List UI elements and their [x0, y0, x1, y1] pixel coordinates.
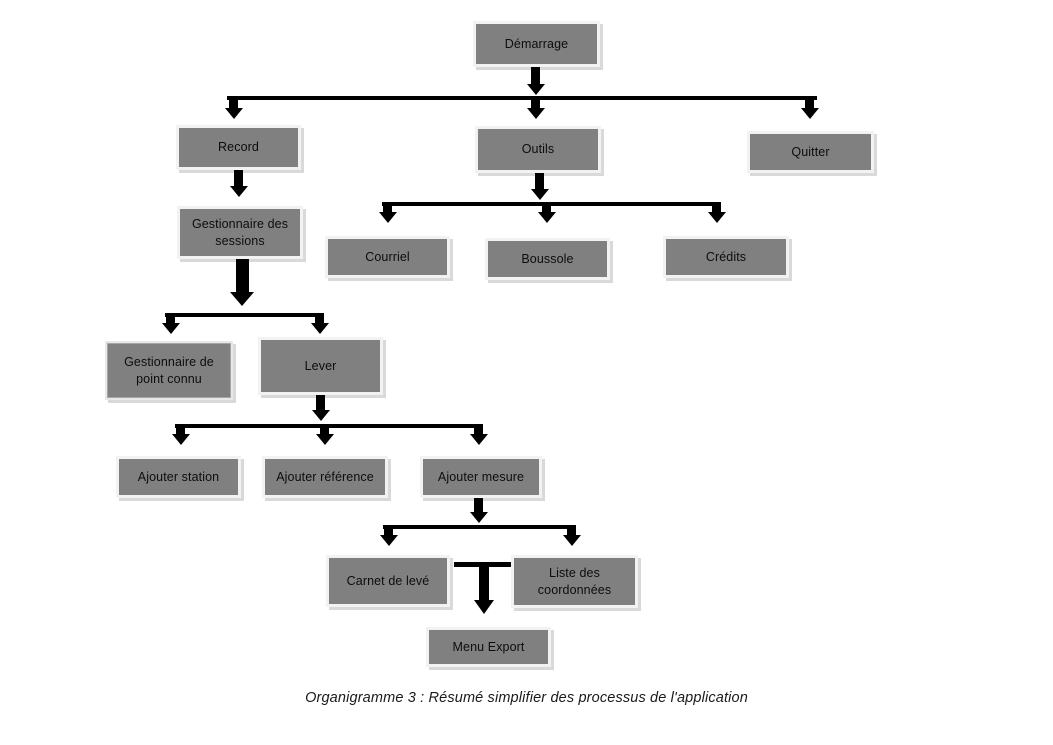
- connector-sessions-stem: [236, 259, 249, 294]
- arrowhead-demarrage-down: [527, 84, 545, 95]
- node-ajouter-station-label: Ajouter station: [137, 469, 220, 484]
- arrowhead-mesure-bus-down: [470, 512, 488, 523]
- node-quitter-label: Quitter: [791, 144, 830, 159]
- arrowhead-ajouter-mesure-down: [470, 434, 488, 445]
- node-lever-label: Lever: [304, 358, 337, 373]
- arrowhead-credits-down: [708, 212, 726, 223]
- connector-bus-lever-drop-station: [176, 424, 185, 436]
- node-gestionnaire-de-point-connu[interactable]: Gestionnaire de point connu: [105, 341, 233, 400]
- node-credits[interactable]: Crédits: [663, 236, 789, 278]
- connector-bus-mesure-drop-carnet: [384, 525, 393, 537]
- node-record[interactable]: Record: [176, 125, 301, 170]
- connector-bus-lever-drop-mesure: [474, 424, 483, 436]
- arrowhead-quitter-down: [801, 108, 819, 119]
- node-liste-des-coordonnees[interactable]: Liste des coordonnées: [511, 555, 638, 608]
- node-outils-label: Outils: [521, 142, 555, 156]
- arrowhead-carnet-down: [380, 535, 398, 546]
- node-boussole-label: Boussole: [521, 251, 574, 266]
- node-lever[interactable]: Lever: [258, 337, 383, 395]
- connector-bus-outils-drop-boussole: [542, 202, 551, 214]
- arrowhead-gest-point-down: [162, 323, 180, 334]
- node-ajouter-mesure-label: Ajouter mesure: [437, 469, 525, 484]
- connector-bus-outils: [382, 202, 720, 206]
- node-outils[interactable]: Outils: [475, 126, 601, 173]
- arrowhead-boussole-down: [538, 212, 556, 223]
- arrowhead-lever-bus-down: [312, 410, 330, 421]
- connector-bus-outils-drop-courriel: [383, 202, 392, 214]
- connector-lever-stem: [316, 395, 325, 411]
- node-quitter[interactable]: Quitter: [747, 131, 874, 173]
- arrowhead-record-down: [225, 108, 243, 119]
- connector-export-stem: [479, 562, 489, 602]
- connector-bus-mesure-drop-liste: [567, 525, 576, 537]
- arrowhead-ajouter-station-down: [172, 434, 190, 445]
- connector-demarrage-stem: [531, 67, 540, 87]
- node-carnet-de-leve-label: Carnet de levé: [346, 573, 430, 588]
- node-ajouter-mesure[interactable]: Ajouter mesure: [420, 456, 542, 498]
- arrowhead-courriel-down: [379, 212, 397, 223]
- node-menu-export-label: Menu Export: [452, 639, 525, 654]
- node-liste-des-coordonnees-label: Liste des coordonnées: [537, 565, 612, 597]
- connector-bus-lever-drop-reference: [320, 424, 329, 436]
- node-gestionnaire-de-point-connu-label: Gestionnaire de point connu: [124, 354, 214, 386]
- connector-mesure-stem: [474, 498, 483, 514]
- connector-outils-stem: [535, 173, 544, 191]
- node-boussole[interactable]: Boussole: [485, 238, 610, 280]
- node-record-label: Record: [218, 140, 259, 154]
- node-demarrage-label: Démarrage: [504, 36, 569, 51]
- arrowhead-liste-coordonnees-down: [563, 535, 581, 546]
- arrowhead-sessions-bus-down: [230, 292, 254, 306]
- node-demarrage[interactable]: Démarrage: [473, 21, 600, 67]
- node-gestionnaire-des-sessions[interactable]: Gestionnaire des sessions: [177, 206, 303, 259]
- node-ajouter-reference[interactable]: Ajouter référence: [262, 456, 388, 498]
- node-ajouter-station[interactable]: Ajouter station: [116, 456, 241, 498]
- arrowhead-menu-export-down: [474, 600, 494, 614]
- figure-caption: Organigramme 3 : Résumé simplifier des p…: [305, 690, 748, 706]
- connector-bus1-drop-quitter: [805, 96, 814, 110]
- node-credits-label: Crédits: [705, 249, 747, 264]
- node-menu-export[interactable]: Menu Export: [426, 627, 551, 667]
- node-ajouter-reference-label: Ajouter référence: [276, 469, 374, 484]
- node-gestionnaire-des-sessions-label: Gestionnaire des sessions: [191, 216, 289, 248]
- node-courriel[interactable]: Courriel: [325, 236, 450, 278]
- connector-bus1-drop-record: [229, 96, 238, 110]
- connector-bus-level1: [227, 96, 817, 100]
- connector-bus-sessions: [165, 313, 324, 317]
- connector-bus1-drop-outils: [531, 96, 540, 110]
- arrowhead-ajouter-reference-down: [316, 434, 334, 445]
- connector-bus-sessions-drop-lever: [315, 313, 324, 325]
- node-carnet-de-leve[interactable]: Carnet de levé: [326, 555, 450, 607]
- connector-bus-mesure: [383, 525, 575, 529]
- connector-bus-sessions-drop-point: [166, 313, 175, 325]
- arrowhead-sessions-down: [230, 186, 248, 197]
- connector-record-to-sessions-stem: [234, 170, 243, 188]
- arrowhead-lever-down: [311, 323, 329, 334]
- connector-bus-outils-drop-credits: [712, 202, 721, 214]
- arrowhead-outils-down: [527, 108, 545, 119]
- node-courriel-label: Courriel: [365, 249, 410, 264]
- arrowhead-outils-bus-down: [531, 189, 549, 200]
